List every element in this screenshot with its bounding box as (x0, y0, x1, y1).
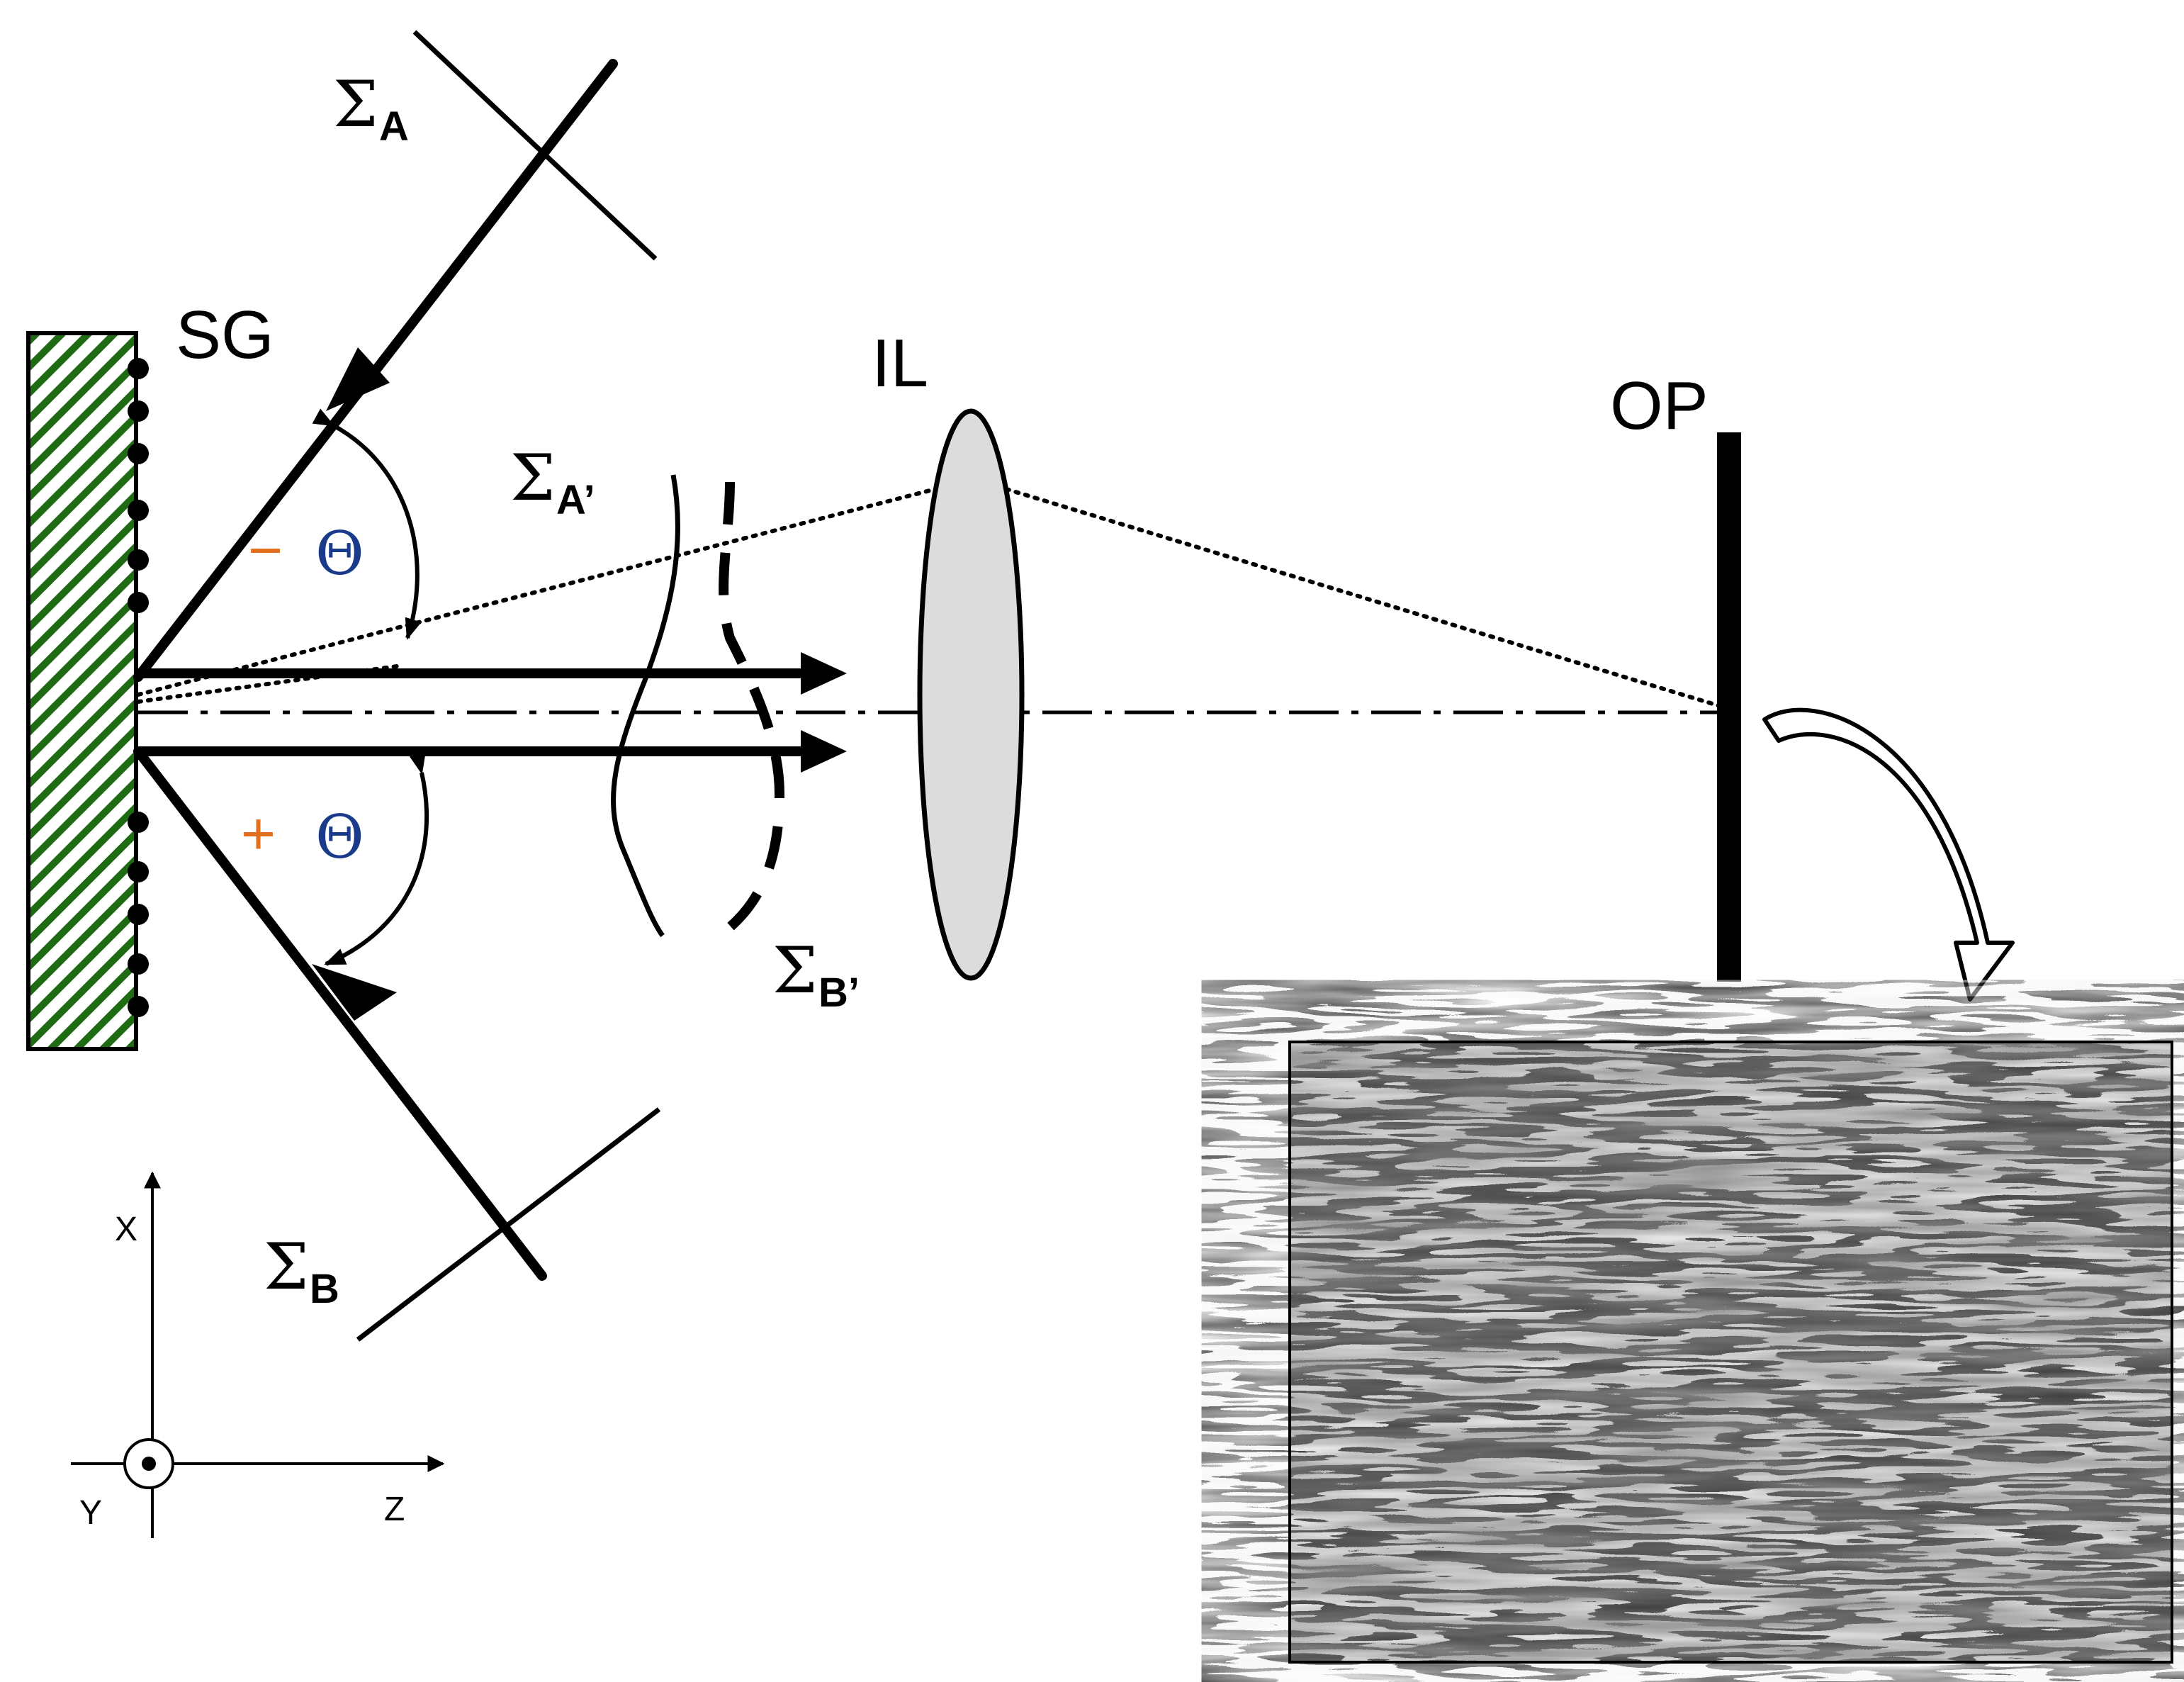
svg-text:Σ: Σ (772, 933, 818, 1008)
svg-text:Σ: Σ (333, 67, 378, 142)
label-sigma-a: Σ A (333, 67, 409, 150)
fringe-pattern-image (1288, 1041, 2173, 1664)
incident-beam-a (133, 59, 618, 682)
svg-text:A’: A’ (556, 477, 595, 523)
wavefront-sigma-a (412, 30, 658, 261)
coordinate-axes (71, 1171, 445, 1538)
output-arrow (1762, 707, 2015, 1002)
svg-text:B’: B’ (818, 970, 860, 1016)
label-sigma-b: Σ B (264, 1230, 339, 1312)
wavefront-sigma-b (356, 1107, 661, 1342)
angle-arc-plus-theta (324, 752, 429, 966)
wavefront-sigma-b-prime (716, 481, 785, 940)
svg-text:Θ: Θ (315, 802, 364, 872)
svg-text:A: A (379, 103, 409, 150)
incident-beam-b (133, 746, 547, 1281)
label-op: OP (1610, 368, 1709, 444)
imaging-lens (917, 408, 1025, 981)
svg-text:Σ: Σ (510, 441, 556, 515)
label-sigma-a-prime: Σ A’ (510, 441, 595, 523)
axis-label-y: Y (79, 1494, 102, 1532)
beam-b-arrowhead (312, 964, 397, 1021)
label-plus-theta: + Θ (241, 800, 364, 872)
angle-arc-minus-theta (312, 408, 422, 640)
diffracted-beam-lower (138, 730, 847, 773)
axis-label-x: X (115, 1211, 137, 1248)
diffracted-beam-upper (138, 652, 847, 695)
label-il: IL (872, 325, 928, 401)
label-minus-theta: − Θ (248, 517, 364, 588)
label-sigma-b-prime: Σ B’ (772, 933, 860, 1016)
svg-text:Σ: Σ (264, 1230, 309, 1304)
svg-text:−: − (248, 517, 283, 583)
imaging-rays (136, 487, 1731, 711)
grating-bumps (128, 358, 149, 1017)
wavefront-sigma-a-prime (611, 474, 680, 938)
svg-text:Θ: Θ (315, 519, 364, 588)
axis-label-z: Z (384, 1491, 405, 1528)
specimen-grating (26, 331, 149, 1051)
svg-text:B: B (310, 1266, 339, 1312)
svg-text:+: + (241, 800, 276, 867)
label-sg: SG (176, 297, 274, 373)
beam-a-arrowhead (326, 347, 390, 411)
